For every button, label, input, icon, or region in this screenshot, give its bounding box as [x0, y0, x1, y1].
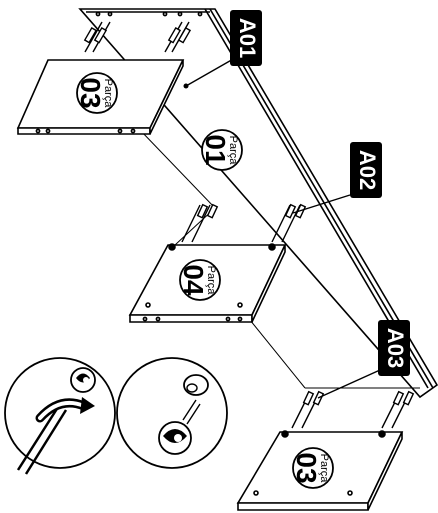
- part-badge-side: Parça 01: [200, 129, 243, 171]
- tag-a02: A02: [292, 142, 382, 214]
- bottom-board-fittings: [291, 390, 415, 429]
- tag-a02-text: A02: [355, 150, 380, 190]
- part-word-bottom: Parça: [318, 454, 330, 484]
- part-word-side: Parça: [227, 136, 239, 166]
- part-badge-bottom: Parça 03: [291, 447, 334, 489]
- detail-circle-turn: [4, 357, 116, 475]
- tag-a01: A01: [183, 10, 262, 89]
- screwdriver-icon: [16, 403, 62, 471]
- part-badge-top: Parça 03: [75, 72, 118, 114]
- shelf-fittings: [181, 203, 307, 243]
- top-board-fittings: [83, 21, 192, 53]
- part-badge-shelf: Parça 04: [178, 259, 221, 301]
- tag-a03: A03: [317, 320, 410, 399]
- part-number-shelf: 04: [178, 264, 209, 296]
- part-number-bottom: 03: [291, 452, 322, 483]
- part-word-shelf: Parça: [205, 266, 217, 296]
- side-panel: [78, 8, 438, 399]
- tag-a03-text: A03: [383, 328, 408, 368]
- tag-a01-text: A01: [235, 18, 260, 58]
- detail-circle-insert: [116, 357, 228, 469]
- part-number-side: 01: [200, 134, 231, 165]
- part-number-top: 03: [75, 77, 106, 108]
- part-word-top: Parça: [102, 79, 114, 109]
